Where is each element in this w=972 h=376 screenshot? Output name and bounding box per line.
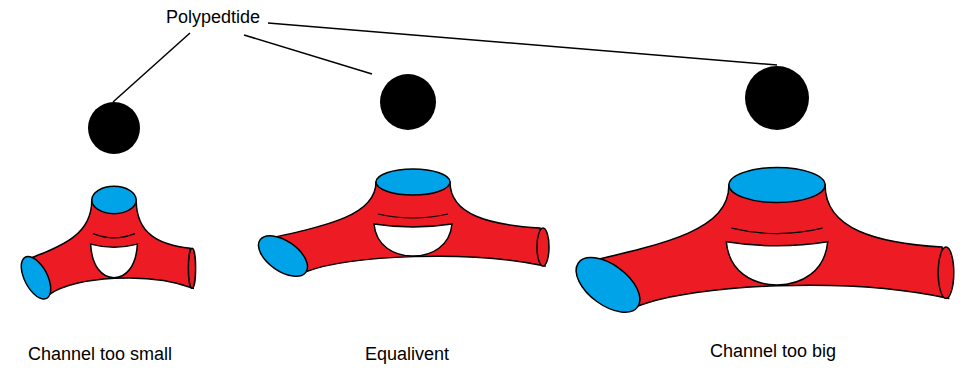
leader-line bbox=[244, 35, 372, 74]
caption-label: Channel too small bbox=[28, 344, 172, 366]
caption-label: Channel too big bbox=[710, 341, 836, 363]
leader-line bbox=[268, 23, 777, 65]
part-label: Polypedtide bbox=[166, 7, 260, 29]
equal-channel bbox=[251, 169, 549, 284]
polypeptide-ball bbox=[88, 102, 140, 154]
caption-label: Equalivent bbox=[365, 344, 449, 366]
small-channel bbox=[17, 186, 196, 307]
polypeptide-ball bbox=[745, 66, 809, 130]
leader-line bbox=[113, 33, 190, 102]
polypeptide-ball bbox=[380, 74, 436, 130]
big-channel bbox=[567, 167, 954, 323]
